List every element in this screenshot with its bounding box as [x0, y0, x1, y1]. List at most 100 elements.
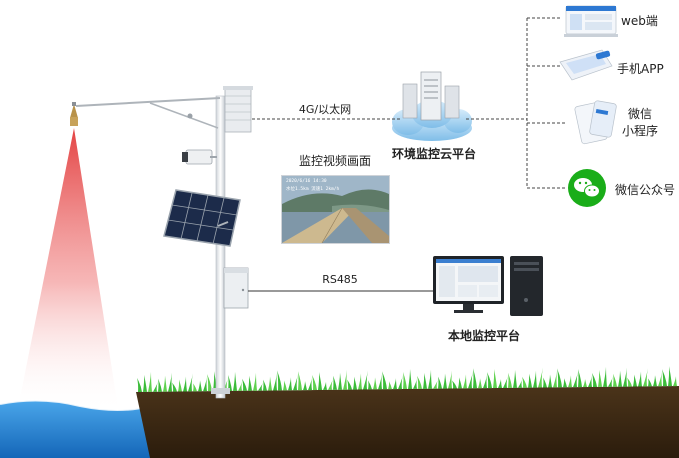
grass-blade: [393, 378, 397, 390]
grass-blade: [408, 368, 412, 389]
grass-blade: [633, 374, 637, 387]
grass-blade: [277, 370, 282, 391]
grass-blade: [603, 366, 607, 387]
grass-blade: [183, 376, 187, 392]
grass-blade: [283, 380, 287, 391]
local-computer-icon: [433, 256, 543, 316]
grass-blade: [608, 376, 613, 387]
grass-blade: [417, 375, 422, 389]
weather-shelter-icon: [223, 86, 253, 133]
grass-blade: [172, 382, 177, 392]
grass-blade: [378, 374, 382, 390]
grass-blade: [553, 371, 557, 388]
grass-blade: [258, 382, 263, 391]
grass-blade: [288, 377, 292, 391]
grass-blade: [528, 373, 532, 388]
grass-blade: [308, 378, 312, 391]
grass-blade: [163, 375, 167, 392]
grass-blade: [563, 378, 567, 388]
pole-base: [211, 388, 230, 394]
wechat-icon: [568, 169, 606, 207]
radar-beam: [18, 128, 118, 408]
grass-blade: [203, 377, 207, 392]
endpoint-label-official-account: 微信公众号: [615, 183, 676, 197]
radar-sensor-icon: [70, 102, 78, 126]
grass-blade: [248, 375, 252, 391]
grass-blade: [263, 379, 267, 391]
grass-blade: [318, 371, 322, 390]
control-box-icon: [223, 267, 249, 309]
grass-blade: [398, 375, 403, 390]
grass-blade: [513, 369, 517, 388]
grass-blade: [583, 379, 587, 388]
grass-blade: [452, 380, 457, 389]
grass-blade: [358, 373, 362, 390]
rs485-label: RS485: [322, 273, 358, 286]
grass-blade: [557, 368, 562, 388]
soil-ground: [136, 386, 679, 458]
grass-blade: [543, 377, 547, 388]
grass-blade: [253, 372, 257, 391]
grass-blade: [413, 378, 417, 389]
solar-panel-icon: [163, 189, 241, 247]
grass-blade: [592, 372, 597, 387]
grass-blade: [368, 380, 372, 390]
grass-blade: [487, 372, 492, 389]
grass-blade: [388, 381, 392, 390]
network-label: 4G/以太网: [298, 103, 352, 116]
grass-blade: [568, 375, 572, 388]
arm-brace: [149, 102, 219, 129]
grass-blade: [662, 369, 667, 387]
grass-blade: [627, 377, 632, 387]
grass-blade: [668, 366, 672, 387]
grass-blade: [658, 372, 662, 387]
surveillance-camera-icon: [182, 149, 217, 165]
grass: [137, 366, 677, 392]
grass-blade: [188, 373, 193, 392]
grass-blade: [548, 374, 552, 388]
grass-blade: [438, 376, 442, 389]
monitoring-video-frame: 2020/6/16 14:30 水位1.5km 流速1 2km/h: [281, 175, 390, 244]
phone-app-icon: [559, 49, 613, 81]
grass-blade: [578, 369, 582, 388]
mini-program-icon: [574, 100, 617, 145]
grass-blade: [303, 381, 307, 391]
grass-blade: [338, 372, 342, 390]
grass-blade: [353, 376, 357, 390]
grass-blade: [538, 367, 543, 388]
grass-blade: [423, 372, 427, 389]
grass-blade: [382, 371, 387, 390]
cloud-server-icon: [392, 71, 472, 141]
grass-blade: [623, 367, 627, 387]
grass-blade: [533, 370, 537, 388]
grass-blade: [143, 374, 147, 392]
grass-blade: [323, 381, 327, 390]
grass-blade: [433, 379, 438, 389]
grass-blade: [493, 369, 497, 389]
grass-blade: [598, 369, 602, 387]
grass-blade: [373, 377, 377, 390]
grass-blade: [168, 372, 172, 392]
video-reading-overlay: 水位1.5km 流速1 2km/h: [286, 187, 340, 192]
grass-blade: [312, 375, 317, 391]
grass-blade: [198, 380, 202, 392]
grass-blade: [503, 375, 508, 388]
grass-blade: [448, 370, 452, 389]
grass-blade: [148, 371, 152, 392]
endpoint-label-mini-program: 微信 小程序: [622, 107, 659, 138]
grass-blade: [653, 375, 657, 387]
grass-blade: [238, 381, 242, 391]
grass-blade: [613, 373, 617, 387]
grass-blade: [463, 374, 467, 389]
grass-blade: [333, 375, 337, 390]
grass-blade: [443, 373, 447, 389]
grass-blade: [298, 371, 302, 391]
grass-blade: [137, 377, 142, 392]
grass-blade: [193, 383, 197, 392]
grass-blade: [328, 378, 333, 390]
grass-blade: [483, 375, 487, 389]
grass-blade: [498, 378, 502, 388]
cloud-platform-label: 环境监控云平台: [391, 147, 477, 161]
grass-blade: [522, 376, 527, 388]
grass-blade: [573, 372, 578, 388]
